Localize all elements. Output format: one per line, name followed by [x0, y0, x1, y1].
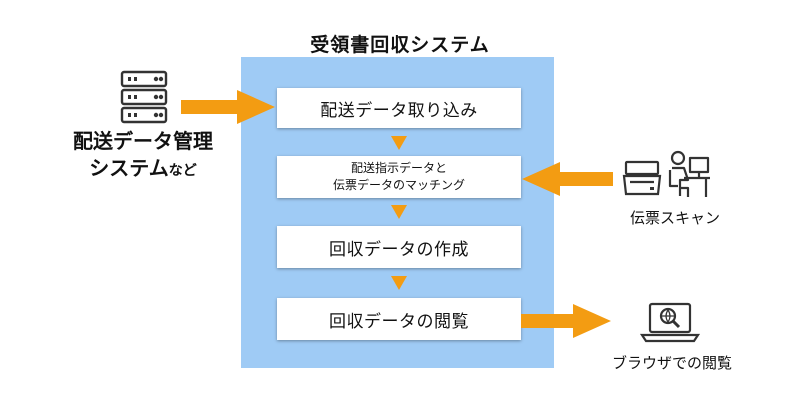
source-system-label: 配送データ管理 システムなど	[68, 128, 218, 185]
source-line2-main: システム	[89, 156, 169, 180]
source-line1: 配送データ管理	[73, 129, 213, 153]
source-line2-suffix: など	[168, 163, 197, 179]
step-import-label: 配送データ取り込み	[320, 100, 478, 121]
diagram-title: 受領書回収システム	[310, 34, 490, 56]
step-view-collection-data: 回収データの閲覧	[277, 298, 521, 340]
laptop-search-icon	[639, 302, 701, 343]
server-icon	[120, 70, 168, 124]
step-matching: 配送指示データと 伝票データのマッチング	[277, 156, 521, 198]
arrow-scan-to-matching	[522, 162, 613, 196]
step-matching-line1: 配送指示データと	[350, 161, 447, 175]
browser-label: ブラウザでの閲覧	[611, 354, 732, 372]
step-create-label: 回収データの作成	[329, 239, 469, 260]
step-matching-line2: 伝票データのマッチング	[332, 178, 465, 192]
arrow-view-to-browser	[521, 304, 611, 338]
step-import-delivery-data: 配送データ取り込み	[277, 88, 521, 128]
step-view-label: 回収データの閲覧	[329, 311, 469, 332]
down-arrow-2	[391, 205, 407, 219]
step-create-collection-data: 回収データの作成	[277, 226, 521, 268]
person-at-computer-icon	[668, 150, 710, 197]
arrow-source-to-import	[181, 90, 275, 124]
scan-label: 伝票スキャン	[629, 209, 720, 227]
scanner-icon	[622, 160, 662, 196]
down-arrow-3	[391, 276, 407, 290]
down-arrow-1	[391, 136, 407, 150]
